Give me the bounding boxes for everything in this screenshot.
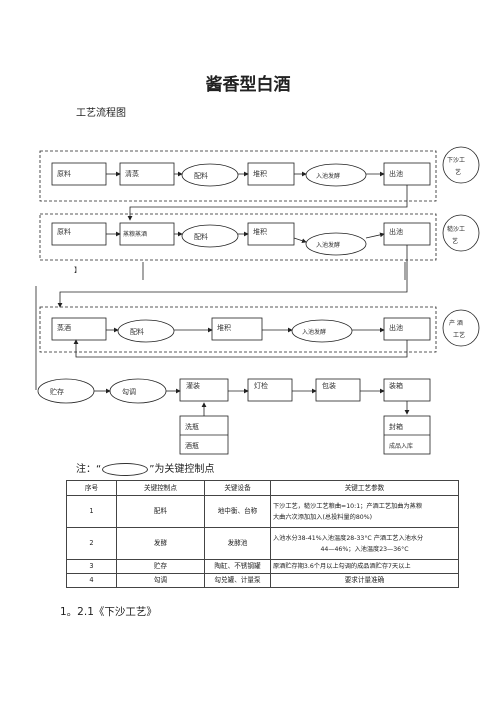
row4-label-5: 装箱 (389, 381, 403, 390)
row1-mix-oval (181, 163, 239, 187)
row4-label-4: 包装 (322, 381, 336, 390)
cell-point: 贮存 (116, 559, 205, 574)
xiasha-group-frame (39, 150, 437, 202)
row2-bracket: 】 (74, 266, 81, 274)
cell-no: 4 (66, 573, 117, 588)
row2-side-line1: 糙沙工 (447, 225, 465, 233)
row2-label-5: 出池 (389, 227, 403, 236)
xiasha-side-circle (442, 146, 480, 184)
header-params: 关键工艺参数 (270, 480, 459, 496)
flowchart-subtitle: 工艺流程图 (76, 108, 126, 119)
header-no: 序号 (66, 480, 117, 496)
chanjiu-group-frame (39, 306, 437, 353)
process-flowchart: 原料 清蒸 配料 堆积 入池发酵 出池 下沙工 艺 原料 蒸粮蒸酒 配料 堆积 … (35, 146, 480, 455)
row1-label-1: 清蒸 (125, 169, 139, 178)
row2-label-3: 堆积 (253, 227, 267, 236)
cell-params: 下沙工艺，糙沙工艺粮曲=10:1；产酒工艺加曲为蒸粮大曲六次添加加入(总投料量的… (270, 495, 459, 528)
caosha-group-frame (39, 213, 437, 261)
cell-device: 勾兑罐、计量泵 (204, 573, 271, 588)
row4-label-1: 勾调 (122, 387, 136, 396)
row1-label-5: 出池 (389, 169, 403, 178)
row3-label-0: 蒸酒 (57, 323, 71, 332)
row1-side-line1: 下沙工 (447, 157, 465, 164)
row3-label-4: 出池 (389, 323, 403, 332)
cell-point: 发酵 (116, 527, 205, 560)
header-point: 关键控制点 (116, 480, 205, 496)
section-heading: 1。2.1《下沙工艺》 (60, 606, 157, 618)
row1-label-4: 入池发酵 (316, 172, 340, 180)
table-row: 3 贮存 陶缸、不锈钢罐 原酒贮存期3.6个月以上勾调的成品酒贮存7天以上 (66, 559, 459, 574)
key-control-table: 序号 关键控制点 关键设备 关键工艺参数 1 配料 地中衡、台称 下沙工艺，糙沙… (66, 480, 459, 588)
cell-device: 陶缸、不锈钢罐 (204, 559, 271, 574)
note-prefix: 注：“ (76, 464, 102, 475)
row1-label-2: 配料 (194, 171, 208, 180)
seal-label: 封箱 (389, 422, 403, 431)
cell-device: 地中衡、台称 (204, 495, 271, 528)
row4-blend-oval (109, 378, 167, 404)
row4-label-3: 灯检 (254, 381, 268, 390)
header-device: 关键设备 (204, 480, 271, 496)
row4-store-oval (37, 378, 95, 404)
cell-no: 3 (66, 559, 117, 574)
row1-side-line2: 艺 (455, 168, 461, 176)
row2-label-4: 入池发酵 (316, 241, 340, 249)
cell-no: 1 (66, 495, 117, 528)
chanjiu-side-circle (442, 309, 480, 347)
cell-point: 勾调 (116, 573, 205, 588)
row2-mix-oval (181, 224, 239, 248)
row2-label-2: 配料 (194, 232, 208, 241)
note-suffix: ”为关键控制点 (149, 464, 215, 475)
table-row: 1 配料 地中衡、台称 下沙工艺，糙沙工艺粮曲=10:1；产酒工艺加曲为蒸粮大曲… (66, 495, 459, 528)
cell-params: 原酒贮存期3.6个月以上勾调的成品酒贮存7天以上 (270, 559, 459, 574)
wash-label-0: 洗瓶 (185, 422, 199, 431)
control-point-oval-icon (102, 462, 149, 476)
table-header-row: 序号 关键控制点 关键设备 关键工艺参数 (66, 480, 459, 496)
row2-label-1: 蒸粮蒸酒 (123, 230, 147, 238)
row1-label-0: 原料 (57, 169, 71, 178)
row3-mix-oval (117, 319, 175, 343)
cell-point: 配料 (116, 495, 205, 528)
row2-label-0: 原料 (57, 227, 71, 236)
caosha-side-circle (442, 214, 480, 252)
row2-ferment-oval (305, 232, 367, 256)
cell-params: 要求计量准确 (270, 573, 459, 588)
row3-side-line2: 工艺 (453, 331, 465, 339)
row3-side-line1: 产 酒 (449, 319, 463, 327)
row3-label-2: 堆积 (217, 323, 231, 332)
row3-label-3: 入池发酵 (302, 328, 326, 336)
warehouse-label: 成品入库 (389, 442, 413, 450)
row2-side-line2: 艺 (452, 237, 458, 245)
cell-no: 2 (66, 527, 117, 560)
wash-label-1: 酒瓶 (185, 441, 199, 450)
legend-note: 注：“ ”为关键控制点 (76, 460, 214, 476)
cell-device: 发酵池 (204, 527, 271, 560)
page-title: 酱香型白酒 (205, 75, 291, 95)
row3-distill-box (51, 317, 107, 341)
row3-label-1: 配料 (130, 327, 144, 336)
table-row: 4 勾调 勾兑罐、计量泵 要求计量准确 (66, 573, 459, 588)
row4-label-0: 贮存 (50, 387, 64, 396)
row4-label-2: 灌装 (186, 381, 200, 390)
row1-label-3: 堆积 (253, 169, 267, 178)
